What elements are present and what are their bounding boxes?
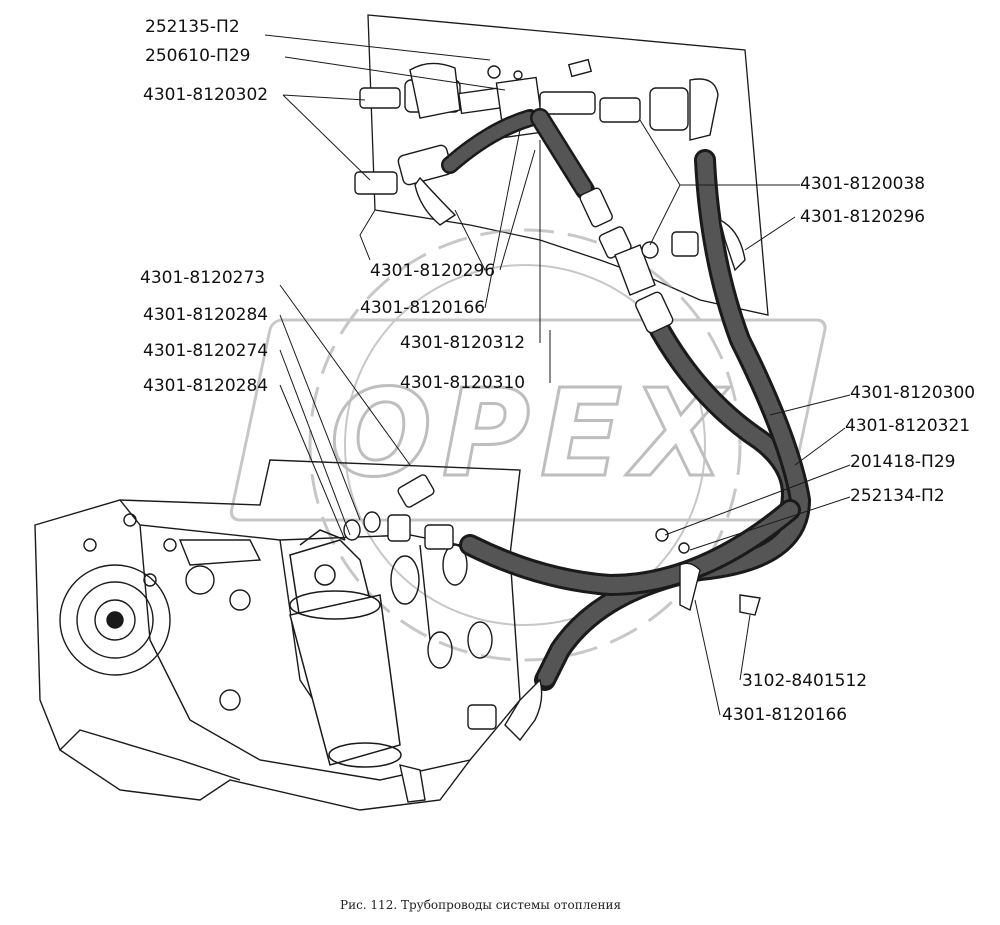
label-3102-8401512: 3102-8401512 bbox=[742, 671, 868, 691]
label-4301-8120296-right: 4301-8120296 bbox=[800, 207, 926, 227]
leader-lines bbox=[264, 34, 851, 716]
tee-fittings bbox=[579, 187, 746, 334]
label-252134-p2: 252134-П2 bbox=[850, 486, 945, 506]
label-4301-8120038: 4301-8120038 bbox=[800, 174, 926, 194]
label-252135-p2: 252135-П2 bbox=[145, 17, 240, 37]
panel-edge bbox=[359, 209, 376, 261]
label-4301-8120296-mid: 4301-8120296 bbox=[370, 261, 496, 281]
label-201418-p29: 201418-П29 bbox=[850, 452, 956, 472]
label-4301-8120310: 4301-8120310 bbox=[400, 373, 526, 393]
hoses bbox=[441, 108, 812, 691]
label-4301-8120312: 4301-8120312 bbox=[400, 333, 526, 353]
label-4301-8120300: 4301-8120300 bbox=[850, 383, 976, 403]
label-4301-8120274: 4301-8120274 bbox=[143, 341, 269, 361]
label-4301-8120302: 4301-8120302 bbox=[143, 85, 269, 105]
figure-caption: Рис. 112. Трубопроводы системы отопления bbox=[340, 898, 622, 912]
label-4301-8120166-bottom: 4301-8120166 bbox=[722, 705, 848, 725]
watermark-text: OPEX bbox=[330, 365, 734, 504]
label-4301-8120284-b: 4301-8120284 bbox=[143, 376, 269, 396]
lower-fittings bbox=[343, 474, 761, 803]
top-fittings bbox=[354, 58, 719, 226]
label-250610-p29: 250610-П29 bbox=[145, 46, 251, 66]
oil-filter bbox=[289, 529, 402, 768]
engine-block bbox=[34, 459, 521, 811]
label-4301-8120284-a: 4301-8120284 bbox=[143, 305, 269, 325]
label-4301-8120166-mid: 4301-8120166 bbox=[360, 298, 486, 318]
label-4301-8120321: 4301-8120321 bbox=[845, 416, 971, 436]
label-4301-8120273: 4301-8120273 bbox=[140, 268, 266, 288]
watermark-logo: OPEX bbox=[229, 228, 827, 662]
